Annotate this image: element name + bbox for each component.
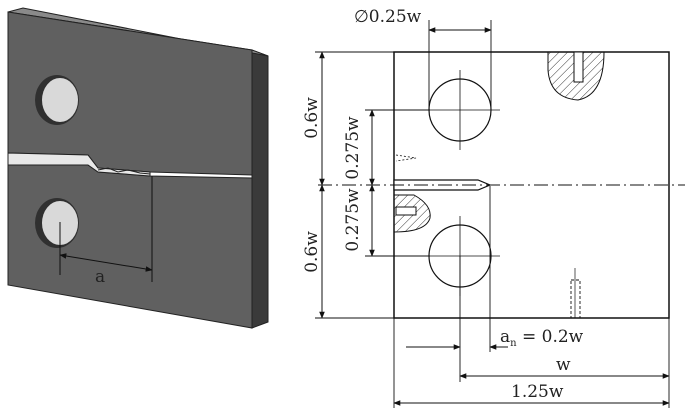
upper-hole-drawing	[420, 70, 500, 150]
crack-front	[97, 167, 151, 175]
bottom-screw-hole	[570, 268, 581, 319]
iso-crack-length-label: a	[95, 267, 105, 287]
technical-drawing: ∅0.25w 0.6w 0.6w 0.275w 0.275w an = 0.2w…	[302, 7, 685, 408]
specimen-side-face	[251, 49, 269, 329]
isometric-specimen: a	[7, 7, 269, 329]
upper-hole	[35, 75, 79, 125]
top-right-section	[547, 51, 605, 101]
lower-hole	[35, 198, 79, 248]
left-section	[393, 154, 431, 233]
width-label: w	[556, 355, 571, 375]
total-width-label: 1.25w	[511, 382, 564, 402]
notch-length-label: an = 0.2w	[500, 327, 584, 349]
lower-hole-offset-label: 0.275w	[343, 188, 363, 252]
notch-length-label-rest: = 0.2w	[517, 327, 584, 347]
hole-diameter-label: ∅0.25w	[354, 7, 422, 27]
iso-crack-dimension-line	[59, 253, 153, 272]
upper-hole-offset-label: 0.275w	[343, 116, 363, 180]
notch-length-label-sub: n	[510, 338, 517, 349]
specimen-front-face-lower	[7, 164, 253, 329]
lower-half-height-label: 0.6w	[302, 231, 322, 273]
upper-half-height-label: 0.6w	[302, 97, 322, 139]
notch-length-label-main: a	[500, 327, 510, 347]
